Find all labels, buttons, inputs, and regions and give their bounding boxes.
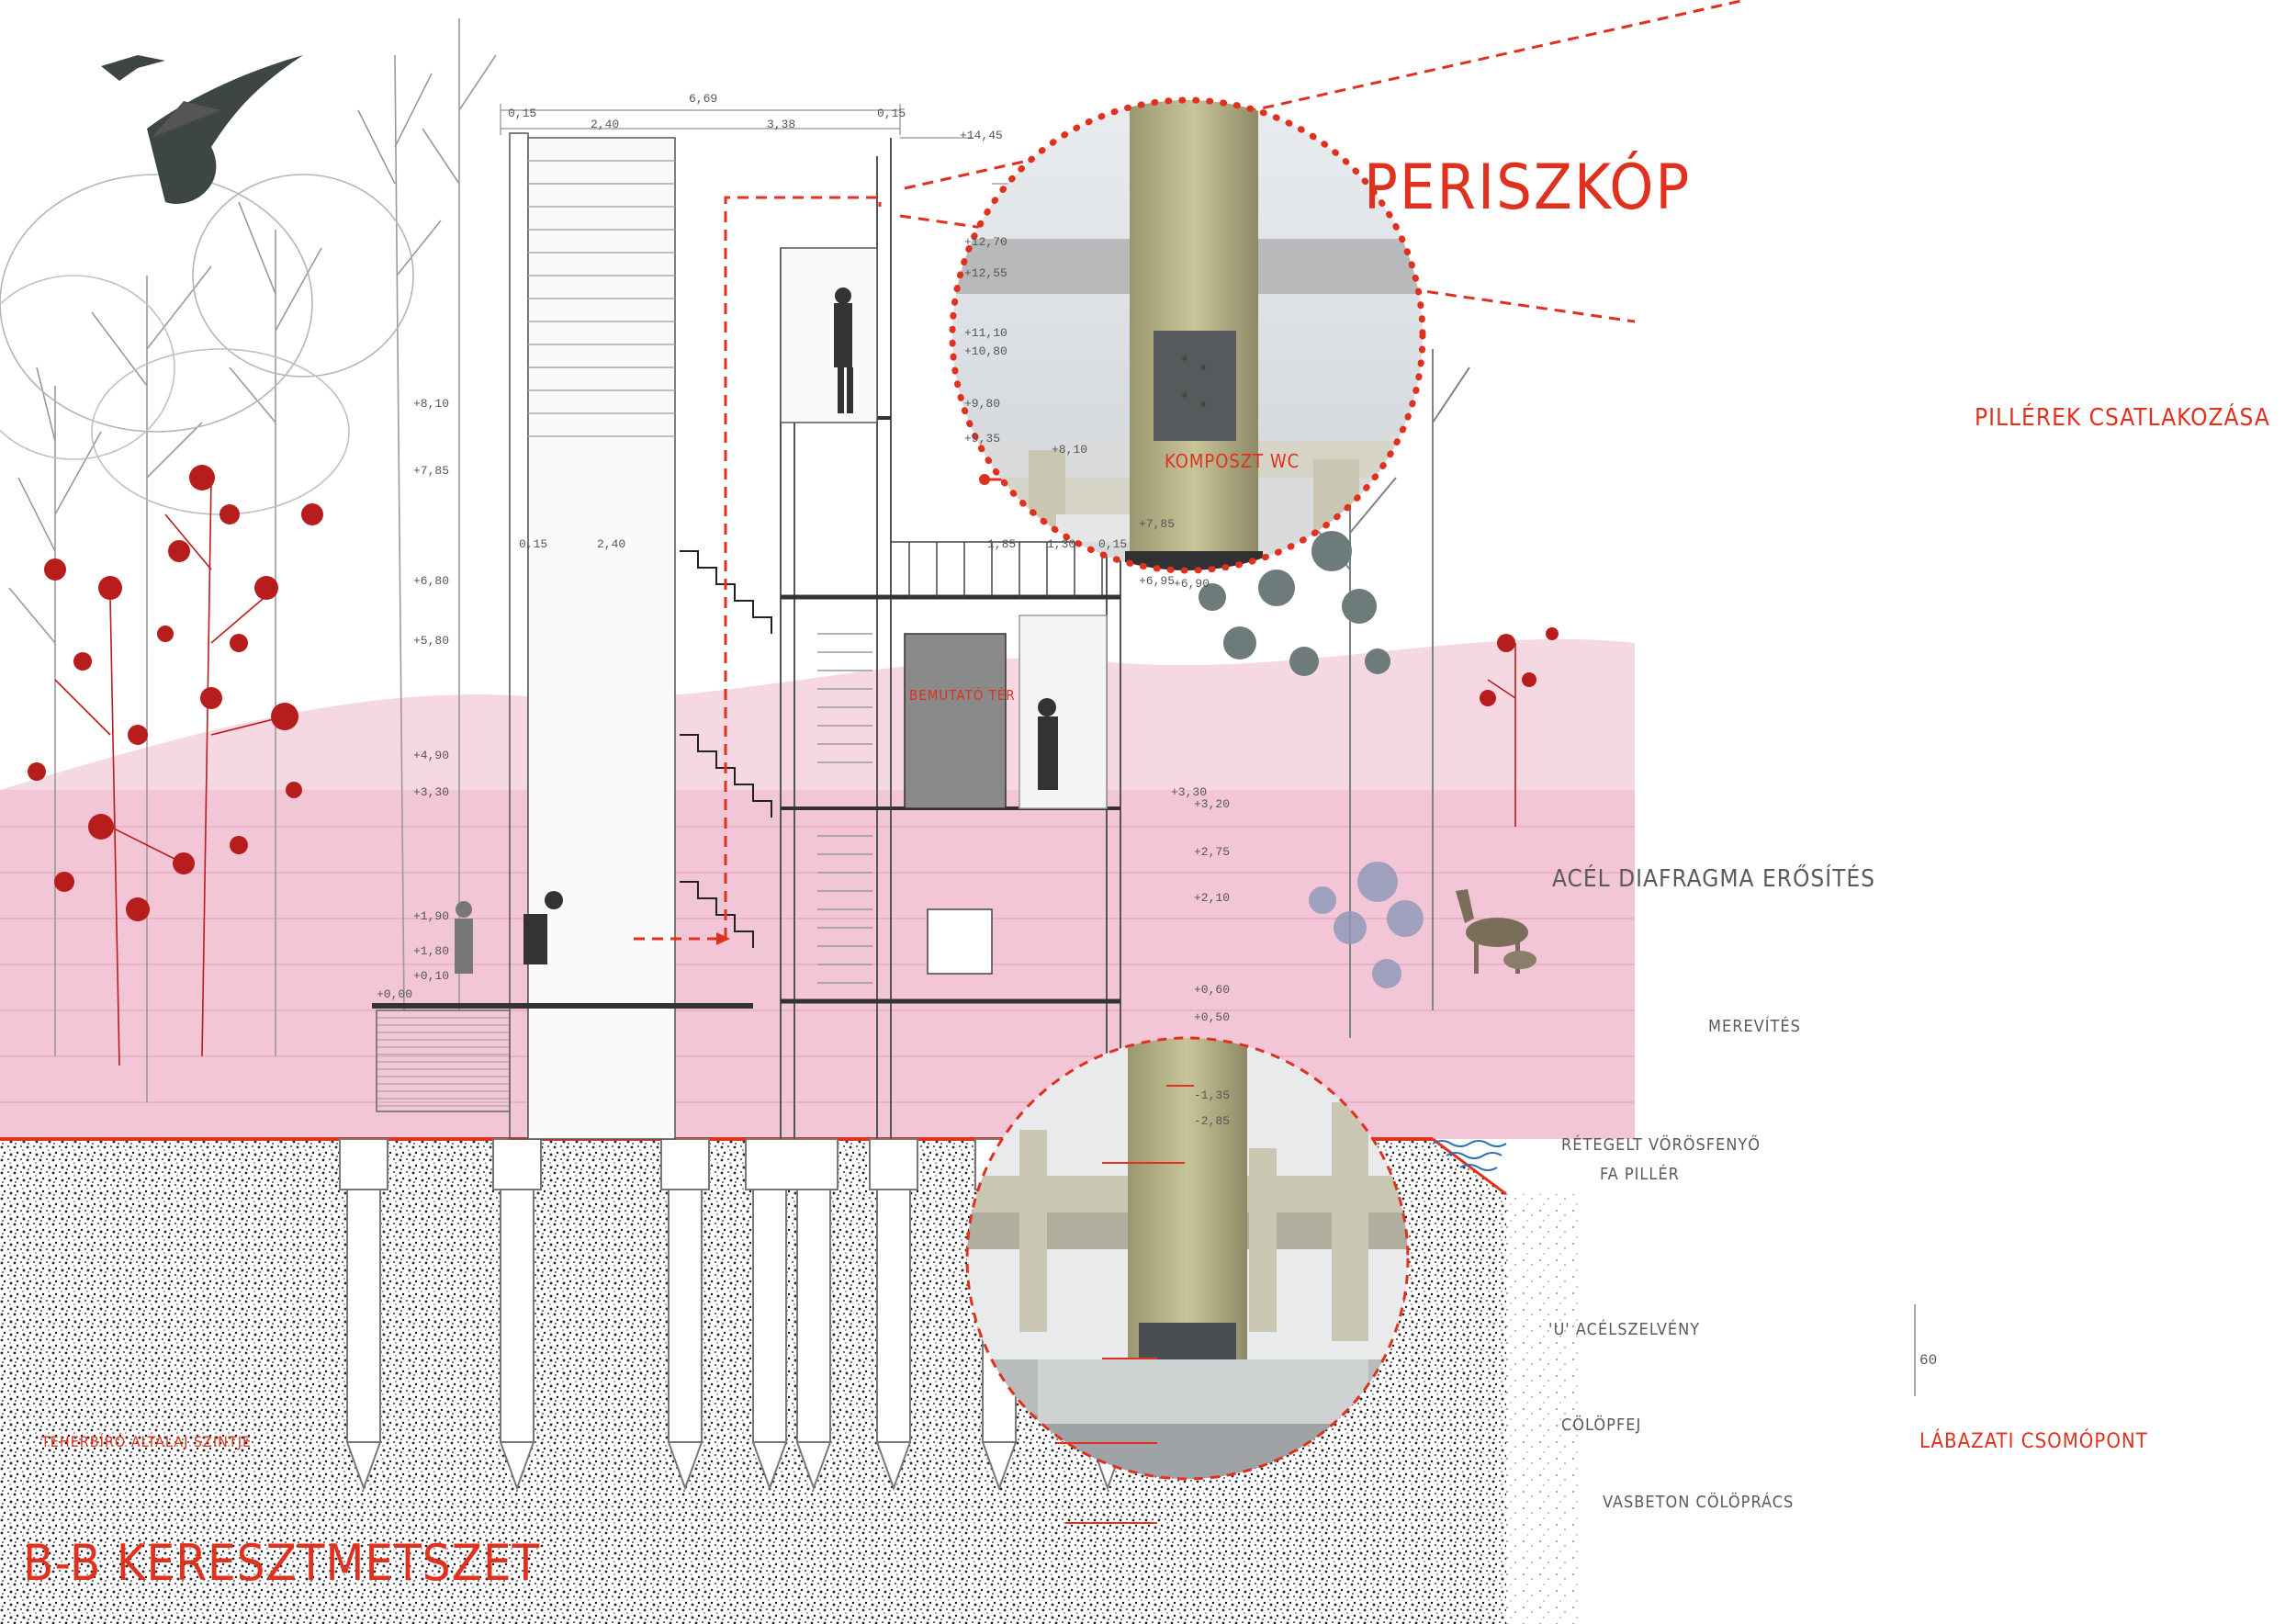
red-trees xyxy=(28,465,1559,921)
right-trees xyxy=(1199,349,1470,1038)
level-1445: +14,45 xyxy=(960,129,1003,142)
level-810-l: +8,10 xyxy=(413,397,450,411)
person-icon xyxy=(455,288,1058,974)
level-785-l: +7,85 xyxy=(413,464,450,478)
level-490: +4,90 xyxy=(413,749,450,762)
level-980: +9,80 xyxy=(964,397,1001,411)
level-m285: -2,85 xyxy=(1194,1114,1231,1128)
dim-a: 0,15 xyxy=(508,107,537,120)
dim-mid-c: 1,85 xyxy=(987,537,1017,551)
level-785-r: +7,85 xyxy=(1139,517,1176,531)
detail-dimension: 60 xyxy=(1919,1352,1938,1369)
level-320: +3,20 xyxy=(1194,797,1231,811)
detail-pillar-connection xyxy=(949,96,1426,574)
level-330-r: +3,30 xyxy=(1171,785,1208,799)
level-275: +2,75 xyxy=(1194,845,1231,859)
level-1080: +10,80 xyxy=(964,344,1007,358)
label-rc-pile-grid: VASBETON CÖLÖPRÁCS xyxy=(1603,1493,1795,1512)
level-190: +1,90 xyxy=(413,909,450,923)
level-580: +5,80 xyxy=(413,634,450,648)
dim-overall: 6,69 xyxy=(689,92,718,106)
periscope-title: PERISZKÓP xyxy=(1364,152,1692,224)
deer-icon xyxy=(1456,889,1536,974)
level-210: +2,10 xyxy=(1194,891,1231,905)
level-935: +9,35 xyxy=(964,432,1001,445)
dim-mid-b: 2,40 xyxy=(597,537,626,551)
label-glulam-1: RÉTEGELT VÖRÖSFENYŐ xyxy=(1561,1135,1761,1155)
level-1110: +11,10 xyxy=(964,326,1007,340)
level-m135: -1,35 xyxy=(1194,1088,1231,1102)
sheet-title: B-B KERESZTMETSZET xyxy=(23,1534,541,1592)
dim-c: 3,38 xyxy=(767,118,796,131)
background-trees xyxy=(0,18,497,1102)
label-bearing-soil: TEHERBÍRÓ ALTALAJ SZINTJE xyxy=(41,1433,253,1450)
level-330-l: +3,30 xyxy=(413,785,450,799)
tower-structure xyxy=(372,132,1121,1140)
level-180: +1,80 xyxy=(413,944,450,958)
level-000: +0,00 xyxy=(377,987,413,1001)
label-pillar-connection: PILLÉREK CSATLAKOZÁSA xyxy=(1975,404,2270,432)
level-810-r: +8,10 xyxy=(1052,443,1088,457)
label-u-steel: 'U' ACÉLSZELVÉNY xyxy=(1548,1320,1701,1339)
sightline-arrow xyxy=(716,932,730,945)
level-1270: +12,70 xyxy=(964,235,1007,249)
label-steel-diaphragm: ACÉL DIAFRAGMA ERŐSÍTÉS xyxy=(1552,865,1876,893)
dim-b: 2,40 xyxy=(591,118,620,131)
level-695: +6,95 xyxy=(1139,574,1176,588)
level-050: +0,50 xyxy=(1194,1010,1231,1024)
dim-mid-e: 0,15 xyxy=(1098,537,1128,551)
label-exhibition-space: BEMUTATÓ TÉR xyxy=(909,687,1016,704)
level-1255: +12,55 xyxy=(964,266,1007,280)
label-glulam-2: FA PILLÉR xyxy=(1600,1165,1680,1184)
level-010: +0,10 xyxy=(413,969,450,983)
dim-mid-a: 0,15 xyxy=(519,537,548,551)
level-680: +6,80 xyxy=(413,574,450,588)
label-bracing: MEREVÍTÉS xyxy=(1708,1017,1801,1036)
label-composting-toilet: KOMPOSZT WC xyxy=(1165,450,1300,472)
label-pile-cap: CÖLÖPFEJ xyxy=(1561,1415,1642,1435)
red-tree-branches xyxy=(54,477,1516,1066)
pink-band xyxy=(0,638,1635,1139)
dim-mid-d: 1,30 xyxy=(1047,537,1076,551)
label-footing-node: LÁBAZATI CSOMÓPONT xyxy=(1919,1430,2148,1453)
level-060: +0,60 xyxy=(1194,983,1231,997)
level-690: +6,90 xyxy=(1174,577,1210,591)
bird-icon xyxy=(101,55,303,204)
dim-d: 0,15 xyxy=(877,107,906,120)
